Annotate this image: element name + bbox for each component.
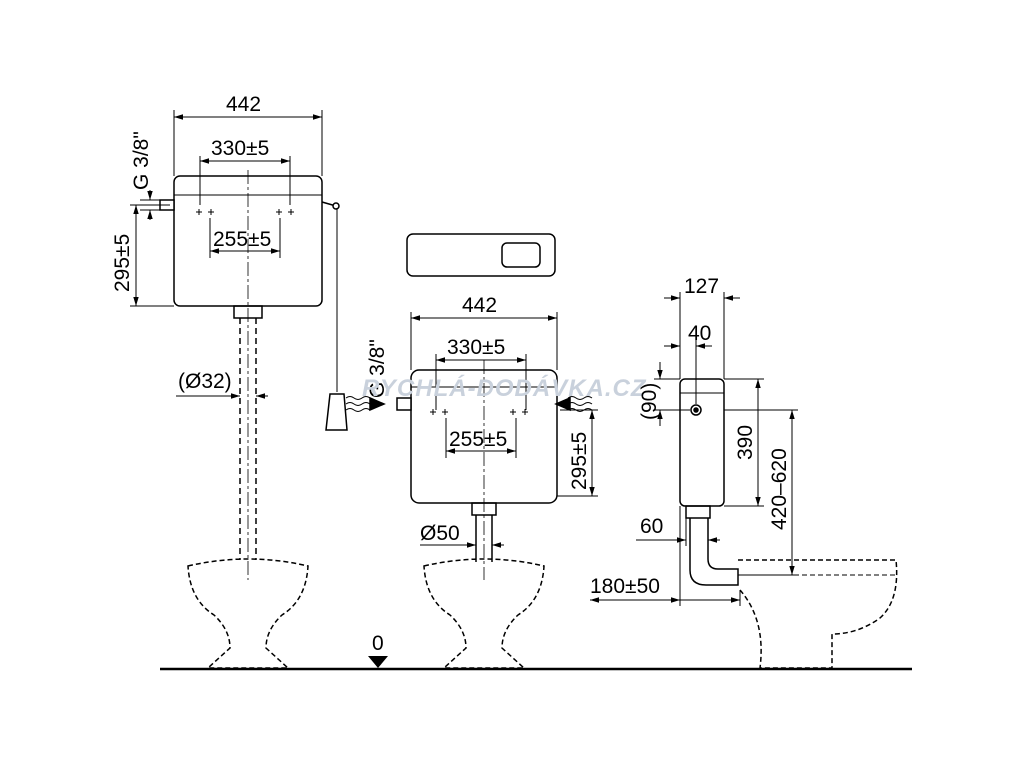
view3-bowl-distance-label: 180±50 [590,575,660,598]
view2-toilet-bowl [423,558,545,669]
view1-pipe-diameter-label: (Ø32) [178,370,232,393]
view1-high-cistern [130,110,348,669]
view2-height-label: 295±5 [568,432,591,490]
view3-outlet-offset-label: 60 [640,515,663,538]
view3-toilet-bowl [738,559,898,669]
view3-side-view [590,292,898,669]
view2-holes-inner-label: 255±5 [449,428,507,451]
floor-level-label: 0 [372,632,384,655]
view1-inlet-thread-label: G 3/8" [130,131,153,190]
view1-holes-outer-label: 330±5 [211,137,269,160]
view2-flush-button [501,242,541,268]
view2-low-cistern [345,233,598,669]
view3-height-label: 390 [734,425,757,460]
view2-holes-outer-label: 330±5 [447,336,505,359]
view3-inlet-height-label: (90) [638,383,661,420]
view2-outlet-diameter-label: Ø50 [420,522,460,545]
view3-mount-range-label: 420–620 [768,448,791,530]
view1-toilet-bowl [187,558,309,669]
view1-pull-handle [325,393,348,431]
view3-depth-label: 127 [684,275,719,298]
view3-tank [679,378,725,507]
view2-button-cover [406,233,556,277]
view3-inlet-offset-label: 40 [688,322,711,345]
view1-holes-inner-label: 255±5 [213,228,271,251]
watermark: RYCHLÁ-DODÁVKA.CZ [362,374,647,402]
view2-inlet-thread-label: G 3/8" [366,339,389,398]
floor-level-marker: 0 [368,632,388,668]
view1-width-label: 442 [226,93,261,116]
view2-width-label: 442 [462,294,497,317]
view1-height-label: 295±5 [111,234,134,292]
